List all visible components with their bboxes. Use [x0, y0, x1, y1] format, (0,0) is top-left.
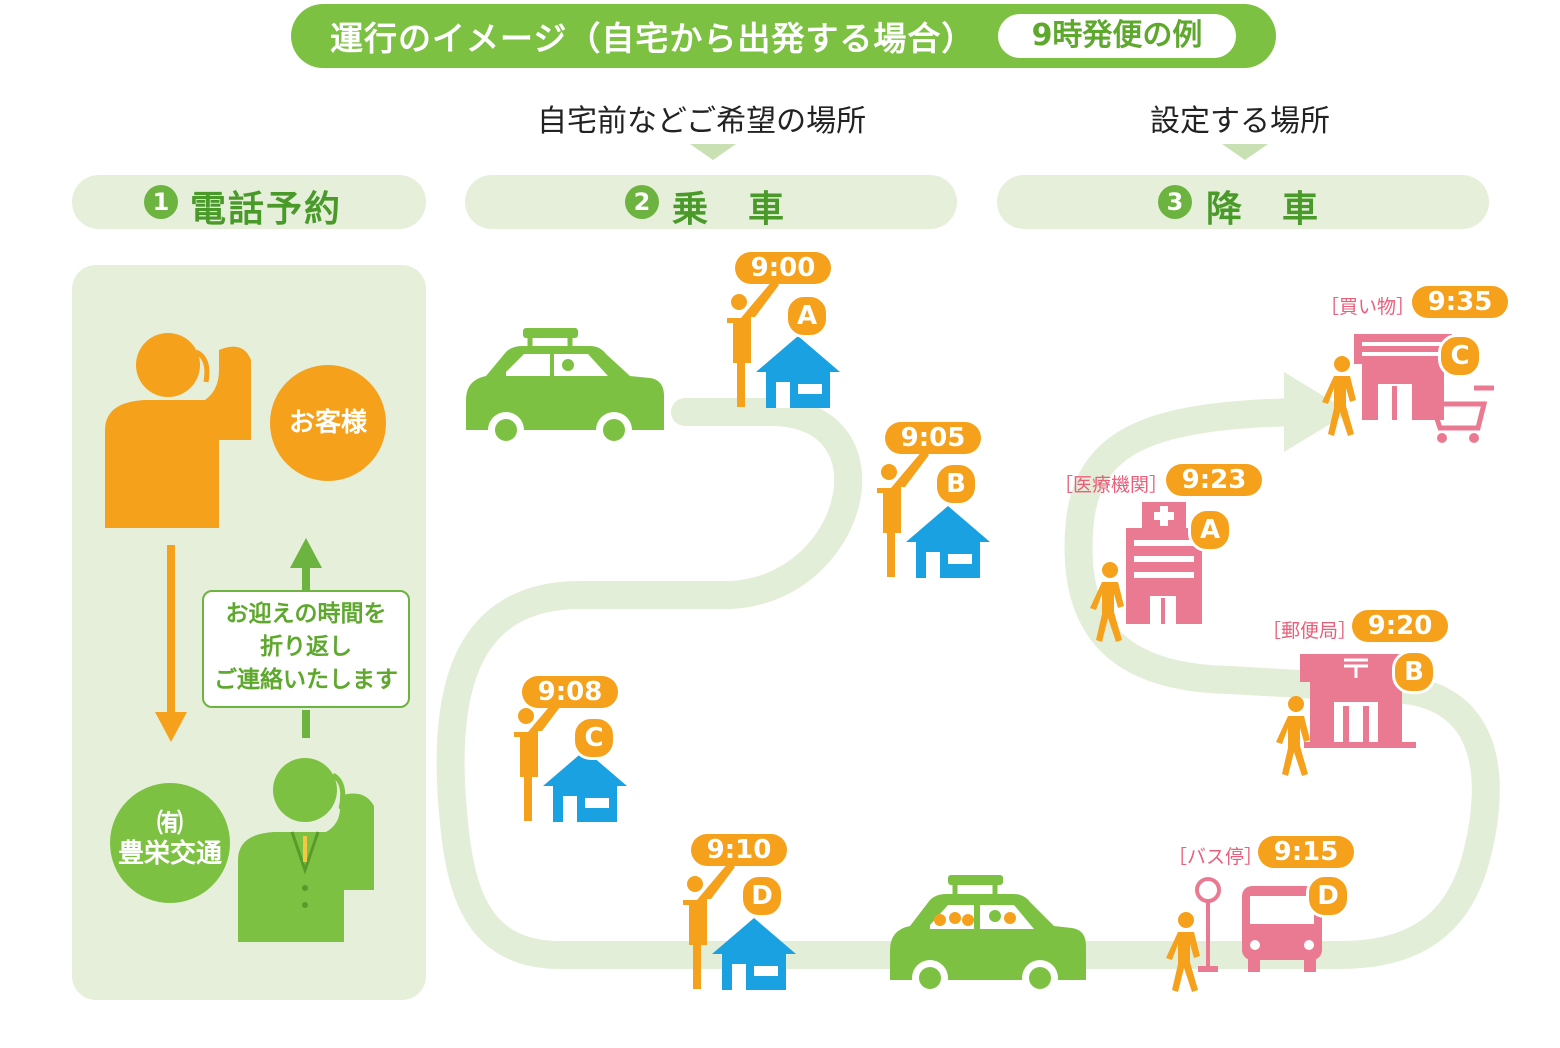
dropoff-post-office-label: ［郵便局］ [1262, 620, 1358, 642]
dropoff-C-letter: C [1438, 334, 1482, 378]
pickup-C-letter: C [572, 716, 616, 760]
step-pill-reservation [72, 175, 426, 229]
company-name: 豊栄交通 [117, 839, 222, 869]
customer-phone-icon [105, 333, 251, 528]
operator-phone-icon [238, 758, 374, 942]
post-office-icon [1300, 654, 1416, 748]
customer-circle: お客様 [270, 365, 386, 481]
step-number-1: 1 [144, 185, 178, 219]
dropoff-shopping-label: ［買い物］ [1320, 296, 1416, 318]
bus-stop-icon [1195, 877, 1221, 972]
dropoff-bus-stop-label: ［バス停］ [1168, 846, 1264, 868]
dropoff-B-letter: B [1392, 650, 1436, 694]
pickup-A-letter: A [785, 294, 829, 338]
company-prefix: ㈲ [156, 809, 183, 839]
step-number-2: 2 [625, 185, 659, 219]
shop-walker-icon [1322, 356, 1356, 436]
step-label-boarding: 乗 車 [672, 189, 787, 230]
pickup-B-letter: B [934, 462, 978, 506]
step-number-3: 3 [1158, 185, 1192, 219]
taxi-empty-icon [466, 328, 664, 448]
dropoff-D-time: 9:15 [1258, 836, 1354, 868]
step-pill-alighting [997, 175, 1489, 229]
dropoff-A-time: 9:23 [1166, 464, 1262, 496]
step-label-reservation: 電話予約 [190, 189, 343, 230]
dropoff-D-letter: D [1306, 874, 1350, 918]
callback-callout: お迎えの時間を 折り返し ご連絡いたします [202, 590, 410, 708]
pickup-place-label: 自宅前などご希望の場所 [537, 104, 867, 139]
dropoff-B-time: 9:20 [1352, 610, 1448, 642]
dropoff-A-letter: A [1188, 508, 1232, 552]
taxi-full-icon [890, 875, 1086, 996]
page-title: 運行のイメージ（自宅から出発する場合） [330, 19, 976, 58]
step-pill-boarding [465, 175, 957, 229]
dropoff-place-label: 設定する場所 [1150, 104, 1330, 139]
company-circle: ㈲ 豊栄交通 [110, 783, 230, 903]
hospital-icon [1126, 502, 1202, 624]
shop-icon [1354, 334, 1452, 420]
pickup-C-time: 9:08 [522, 676, 618, 708]
bus-icon [1242, 886, 1322, 972]
pickup-D-letter: D [740, 874, 784, 918]
pickup-D-time: 9:10 [691, 834, 787, 866]
dropoff-hospital-label: ［医療機関］ [1054, 474, 1169, 496]
bus-stop-walker-icon [1166, 912, 1200, 992]
cart-icon [1420, 385, 1494, 443]
pickup-B-time: 9:05 [885, 422, 981, 454]
pickup-A-time: 9:00 [735, 252, 831, 284]
post-office-walker-icon [1276, 696, 1310, 776]
step-label-alighting: 降 車 [1206, 189, 1321, 230]
title-badge: 9時発便の例 [998, 14, 1236, 58]
dropoff-C-time: 9:35 [1412, 286, 1508, 318]
hospital-walker-icon [1090, 562, 1124, 642]
